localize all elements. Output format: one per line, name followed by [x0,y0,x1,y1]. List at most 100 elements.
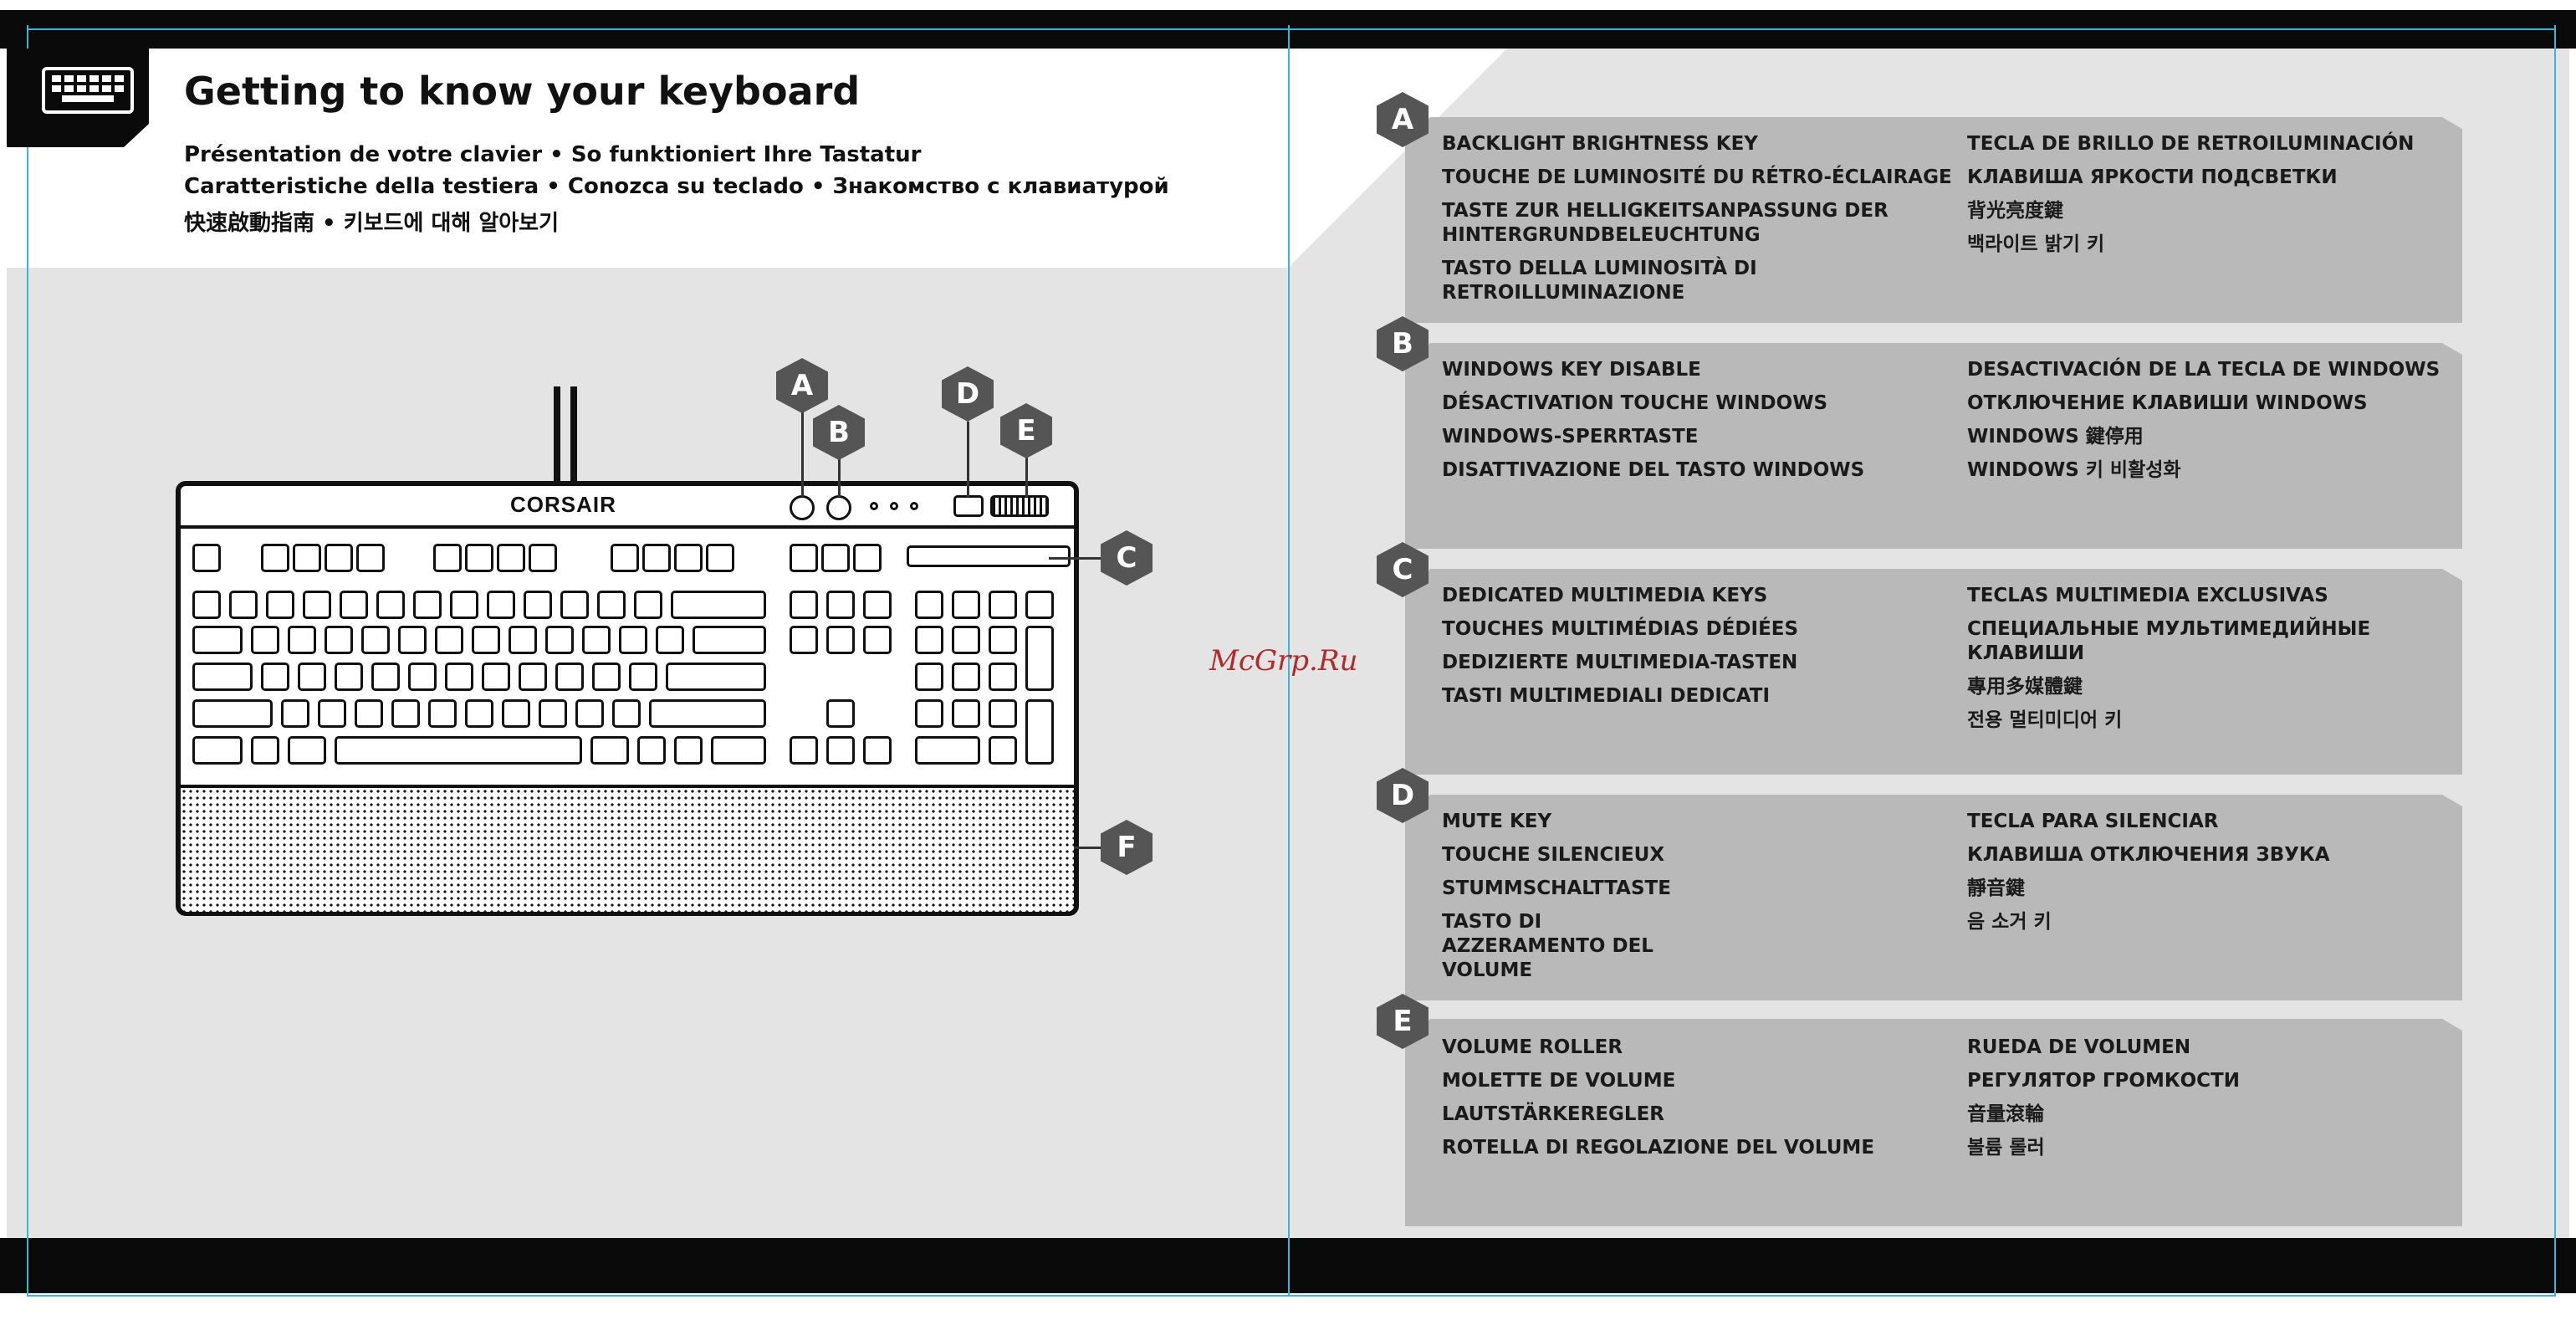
keycap [863,591,892,619]
keycap [413,591,442,619]
section-c-ko: 전용 멀티미디어 키 [1967,709,2123,731]
guide-line [1288,25,1290,1297]
subtitle-line-3: 快速啟動指南 • 키보드에 대해 알아보기 [184,211,560,236]
callout-leader [801,410,804,497]
section-a-letter: A [1377,92,1429,147]
guide-line [2554,25,2556,1297]
header-area [7,49,1290,268]
keycap [634,591,662,619]
keycap [298,663,326,691]
keycap [281,699,309,728]
divider [181,785,1074,788]
keycap [853,544,882,572]
section-b-ko: WINDOWS 키 비활성화 [1967,459,2181,481]
section-e-right: RUEDA DE VOLUMEN РЕГУЛЯТОР ГРОМКОСТИ 音量滾… [1967,1036,2452,1169]
keycap [529,544,557,572]
keycap [915,736,980,765]
section-e-de: LAUTSTÄRKEREGLER [1442,1103,1665,1125]
keycap [487,591,515,619]
keycap [251,736,279,765]
keyboard-icon [42,67,134,114]
keycap [952,626,980,654]
keycap [915,626,943,654]
keycap [192,699,273,728]
section-b-de: WINDOWS-SPERRTASTE [1442,426,1699,448]
callout-d: D [942,366,994,422]
section-a-zh: 背光亮度鍵 [1967,200,2063,222]
keycap [706,544,734,572]
section-d-left: MUTE KEY TOUCHE SILENCIEUX STUMMSCHALTTA… [1442,810,1952,992]
section-e-ru: РЕГУЛЯТОР ГРОМКОСТИ [1967,1070,2240,1092]
section-d-zh: 靜音鍵 [1967,877,2025,899]
keycap [863,736,892,765]
keycap [826,699,855,728]
keycap [192,544,221,572]
keycap [821,544,850,572]
keycap [1025,626,1054,691]
keycap [229,591,258,619]
section-a-ru: КЛАВИША ЯРКОСТИ ПОДСВЕТКИ [1967,166,2338,188]
keycap [465,544,493,572]
keycap [989,591,1017,619]
section-d-de: STUMMSCHALTTASTE [1442,877,1671,899]
section-e-ko: 볼륨 롤러 [1967,1137,2045,1159]
keyboard-cable [570,386,577,483]
keycap [288,736,326,765]
keycap [693,626,766,654]
keycap [582,626,611,654]
section-d-it: TASTO DI AZZERAMENTO DEL VOLUME [1442,911,1653,981]
section-c-ru: СПЕЦИАЛЬНЫЕ МУЛЬТИМЕДИЙНЫЕ КЛАВИШИ [1967,618,2371,664]
keycap [915,699,943,728]
section-d-letter: D [1377,768,1429,823]
section-d-right: TECLA PARA SILENCIAR КЛАВИША ОТКЛЮЧЕНИЯ … [1967,810,2452,944]
keyboard-cable [554,386,560,483]
keycap [450,591,478,619]
keycap [826,626,855,654]
section-b-letter: B [1377,316,1429,371]
section-e-letter: E [1377,994,1429,1049]
callout-leader [967,422,969,497]
keycap [497,544,525,572]
keycap [519,663,547,691]
keycap [592,663,621,691]
section-b-it: DISATTIVAZIONE DEL TASTO WINDOWS [1442,459,1865,481]
keycap [482,663,510,691]
keycap [261,544,289,572]
section-a-en: BACKLIGHT BRIGHTNESS KEY [1442,133,1758,155]
section-c-it: TASTI MULTIMEDIALI DEDICATI [1442,685,1771,707]
keycap [355,699,383,728]
keycap [539,699,567,728]
keycap [989,699,1017,728]
keycap [711,736,766,765]
keycap [524,591,552,619]
keycap [671,591,766,619]
section-a-left: BACKLIGHT BRIGHTNESS KEY TOUCHE DE LUMIN… [1442,132,1952,315]
section-a-fr: TOUCHE DE LUMINOSITÉ DU RÉTRO-ÉCLAIRAGE [1442,166,1952,188]
callout-leader [1025,457,1028,497]
section-d-ko: 음 소거 키 [1967,911,2052,933]
section-b-es: DESACTIVACIÓN DE LA TECLA DE WINDOWS [1967,359,2441,381]
keycap [445,663,473,691]
keycap [356,544,385,572]
keycap [826,591,855,619]
keycap [361,626,390,654]
section-e-left: VOLUME ROLLER MOLETTE DE VOLUME LAUTSTÄR… [1442,1036,1952,1169]
keycap [674,736,703,765]
keycap [266,591,294,619]
mute-key [953,495,984,517]
section-b-left: WINDOWS KEY DISABLE DÉSACTIVATION TOUCHE… [1442,358,1952,492]
keycap [790,591,818,619]
keycap [293,544,321,572]
keycap [335,736,582,765]
section-b [1405,343,2462,549]
section-a-it: TASTO DELLA LUMINOSITÀ DI RETROILLUMINAZ… [1442,258,1757,304]
section-a-ko: 백라이트 밝기 키 [1967,233,2105,255]
keycap [666,663,766,691]
keycap [398,626,427,654]
keycap [989,736,1017,765]
keycap [371,663,400,691]
callout-leader [838,458,841,497]
section-e-en: VOLUME ROLLER [1442,1036,1623,1058]
keycap [989,663,1017,691]
keycap [325,626,353,654]
